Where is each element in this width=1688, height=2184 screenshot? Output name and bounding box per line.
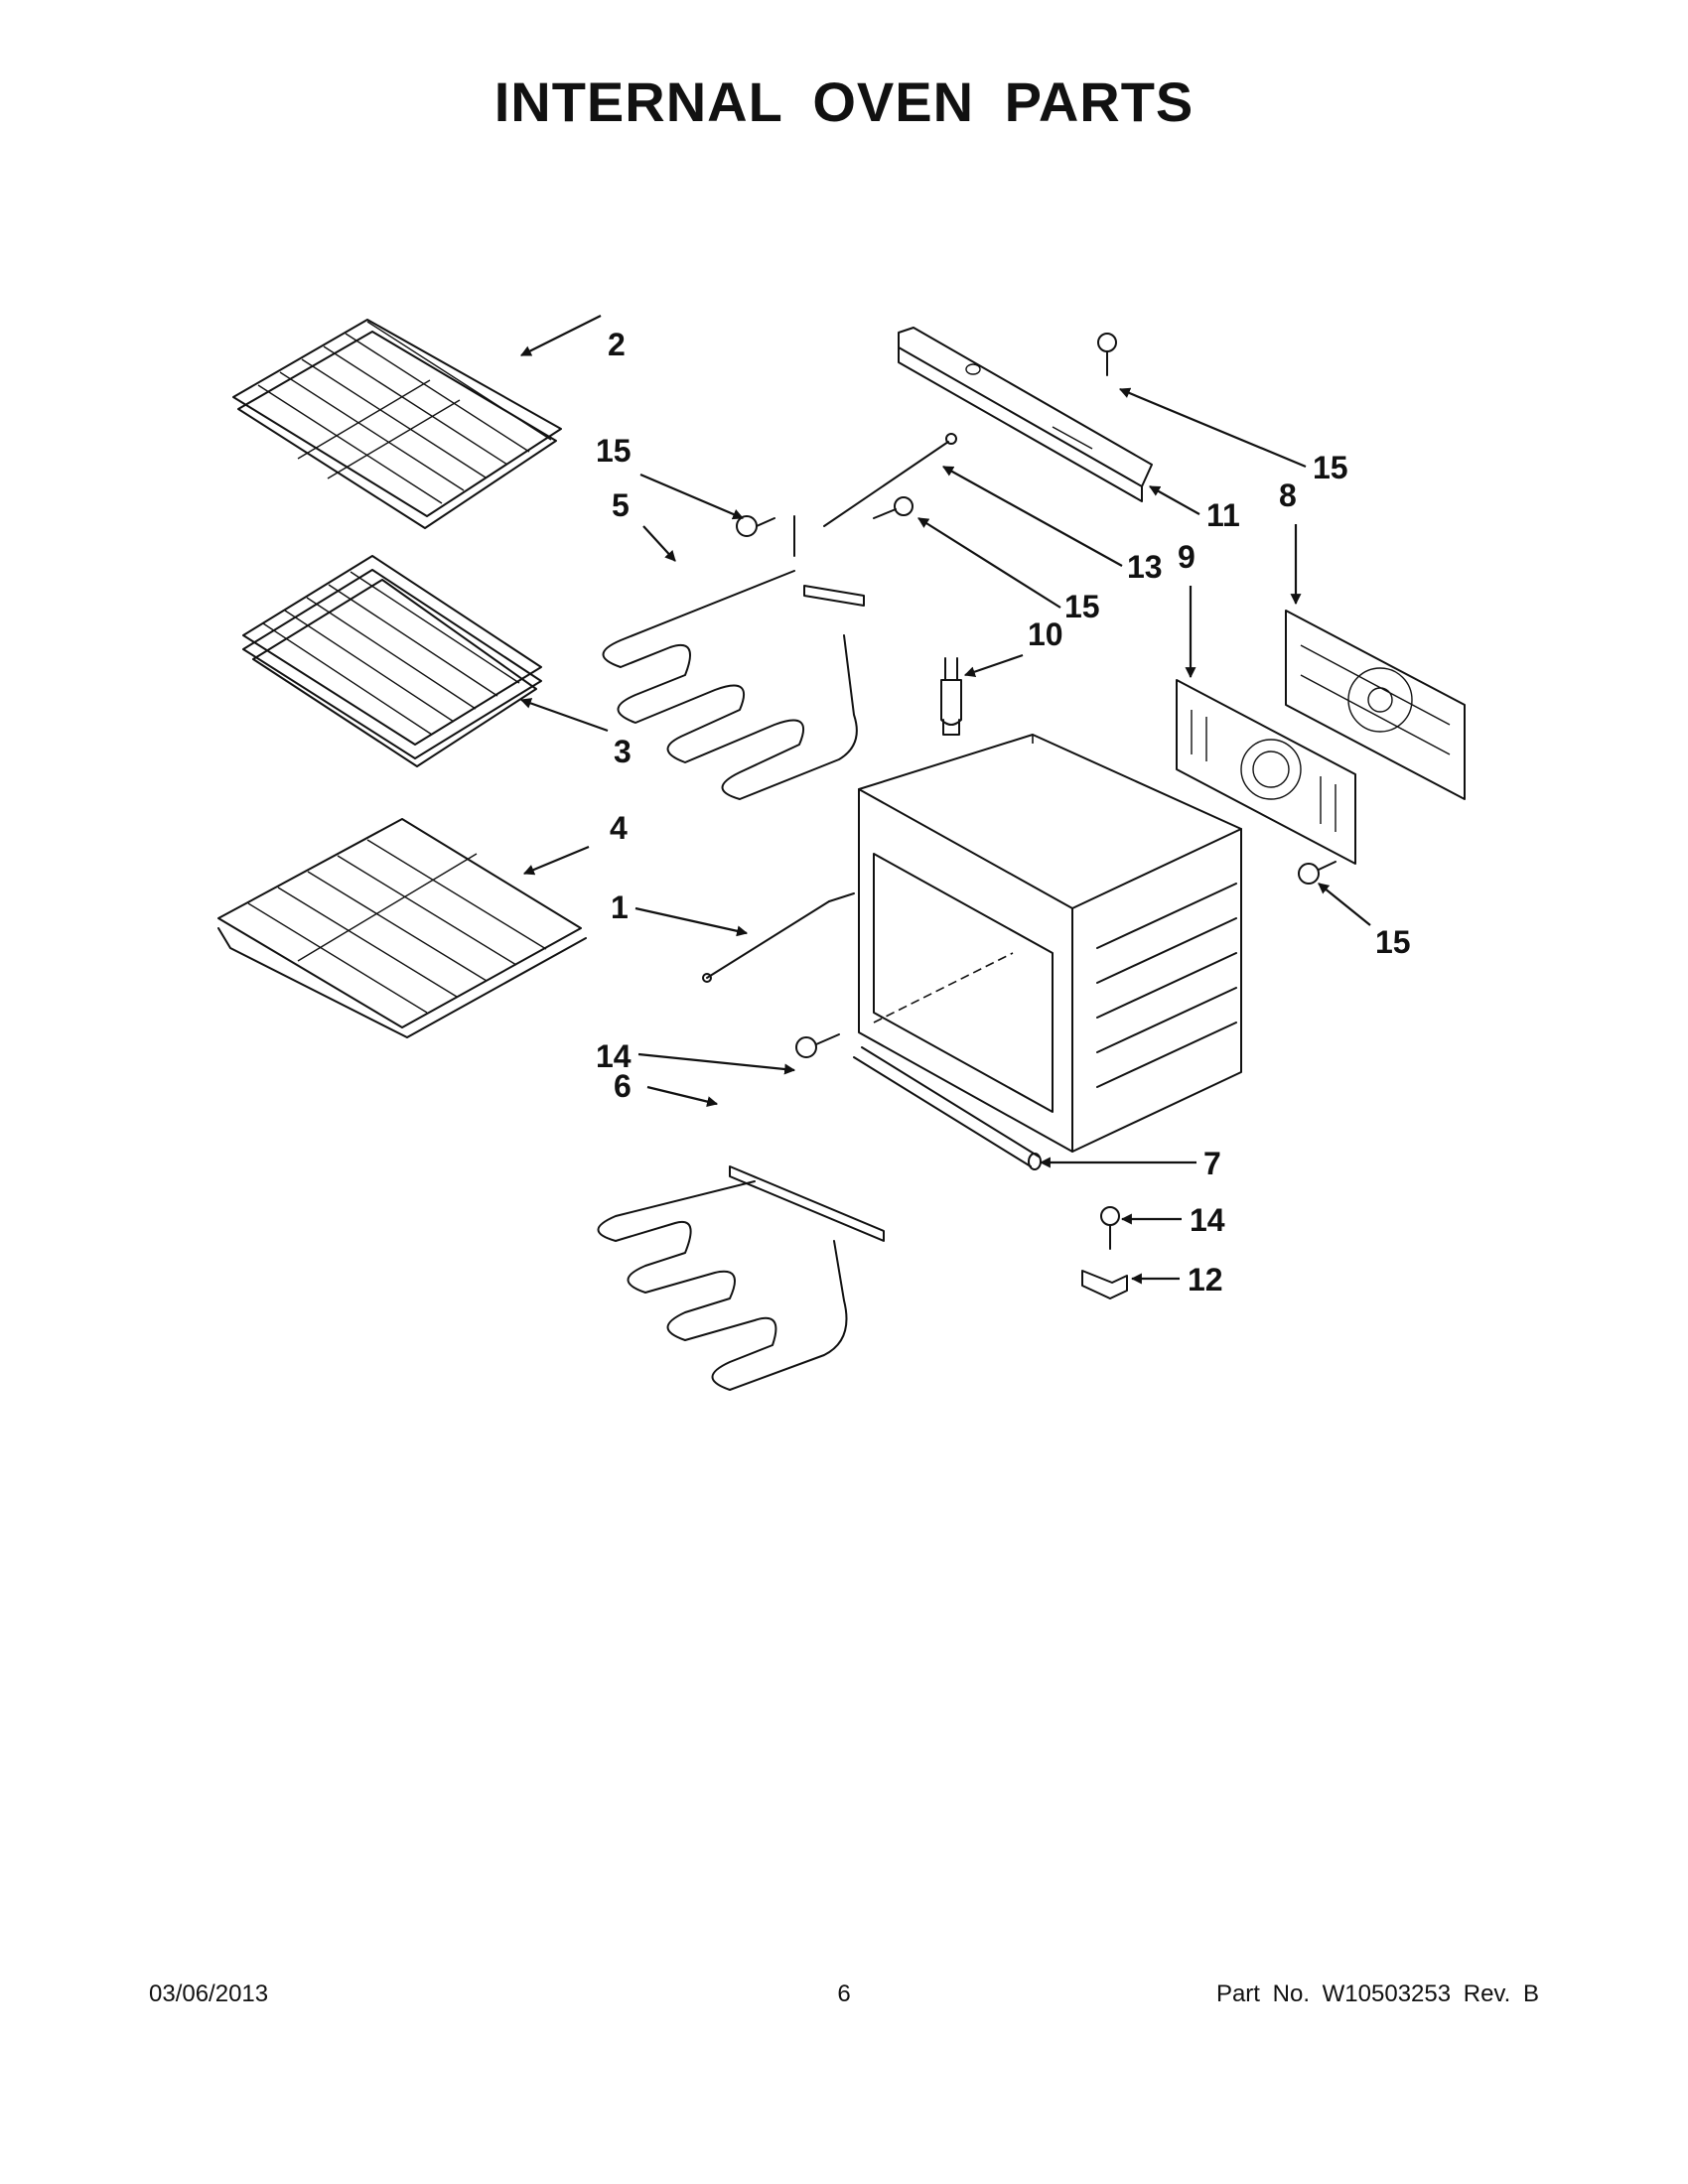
- part-2-oven-rack: [232, 319, 562, 529]
- callout-5: 5: [612, 487, 630, 523]
- part-7-tube: [853, 1046, 1042, 1170]
- part-9-rear-panel: [1176, 679, 1356, 865]
- callout-10: 10: [1028, 616, 1063, 652]
- callout-8: 8: [1279, 478, 1297, 513]
- callout-15c: 15: [1064, 589, 1100, 624]
- part-14-screw-b: [1100, 1206, 1120, 1250]
- part-5-broil-element: [602, 515, 865, 800]
- part-15-screw-b: [1097, 333, 1117, 376]
- footer-page-number: 6: [837, 1980, 851, 2007]
- footer-date: 03/06/2013: [149, 1980, 269, 2007]
- part-15-screw-c: [873, 496, 914, 519]
- part-15-screw-a: [736, 515, 775, 537]
- part-14-screw-a: [795, 1033, 840, 1058]
- part-11-top-bracket: [898, 327, 1153, 502]
- callout-2: 2: [608, 327, 626, 362]
- part-4-flat-rack: [217, 818, 587, 1038]
- part-3-roll-out-rack: [242, 555, 542, 767]
- callout-labels: 2 15 5 3 4 1 14 6 15 11 8 13 15 10 9 15 …: [596, 327, 1411, 1297]
- callout-14a: 14: [596, 1038, 632, 1074]
- part-1-temperature-sensor: [702, 892, 855, 983]
- callout-4: 4: [610, 810, 628, 846]
- part-6-bake-element: [597, 1165, 885, 1391]
- part-10-thermal-fuse: [940, 657, 962, 736]
- callout-15d: 15: [1375, 924, 1411, 960]
- callout-9: 9: [1178, 539, 1196, 575]
- part-8-convection-element: [1285, 610, 1466, 800]
- oven-cavity: [858, 734, 1242, 1153]
- part-12-clip: [1081, 1270, 1128, 1299]
- callout-7: 7: [1203, 1146, 1221, 1181]
- part-13-sensor-wire: [823, 433, 957, 527]
- callout-1: 1: [611, 889, 629, 925]
- callout-13: 13: [1127, 549, 1163, 585]
- callout-12: 12: [1188, 1262, 1223, 1297]
- leader-lines: [519, 315, 1371, 1285]
- part-15-screw-d: [1298, 861, 1336, 885]
- footer-part-number: Part No. W10503253 Rev. B: [1215, 1980, 1539, 2007]
- callout-14b: 14: [1190, 1202, 1225, 1238]
- callout-6: 6: [614, 1068, 632, 1104]
- callout-3: 3: [614, 734, 632, 769]
- callout-15b: 15: [1313, 450, 1348, 485]
- callout-15a: 15: [596, 433, 632, 469]
- page-title: INTERNAL OVEN PARTS: [493, 70, 1195, 133]
- callout-11: 11: [1206, 497, 1240, 533]
